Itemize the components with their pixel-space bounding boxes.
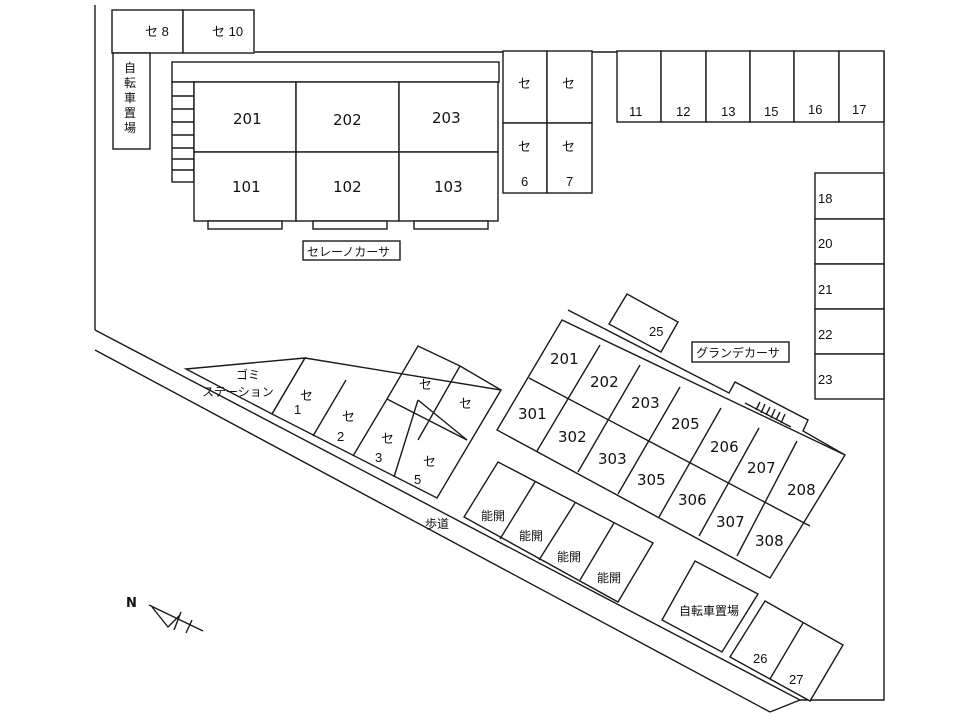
- unit-a-103: [398, 151, 499, 222]
- unit-b-307-label: 307: [716, 513, 745, 531]
- unit-b-207-label: 207: [747, 459, 776, 477]
- parking-se-label: セ: [518, 77, 531, 92]
- parking-17-label: 17: [852, 102, 866, 117]
- parking-se-label: セ: [518, 140, 531, 155]
- bike-parking-top-char4: 置: [124, 106, 136, 120]
- parking-3-se-label: セ: [381, 432, 394, 447]
- unit-b-202-label: 202: [590, 373, 619, 391]
- building-b-name-box: [691, 341, 790, 363]
- unit-b-203-label: 203: [631, 394, 660, 412]
- parking-row-top: 11 12 13 15 16 17: [616, 50, 885, 123]
- unit-a-201-label: 201: [233, 110, 262, 128]
- parking-2-se-label: セ: [342, 410, 355, 425]
- building-a-name: セレーノカーサ: [307, 245, 390, 259]
- unit-b-208-label: 208: [787, 481, 816, 499]
- bike-parking-top-char3: 車: [124, 91, 136, 105]
- parking-2-label: 2: [337, 429, 344, 444]
- parking-nokai-label-1: 能開: [481, 509, 505, 523]
- parking-26-label: 26: [753, 651, 767, 666]
- parking-nokai-label-3: 能開: [557, 550, 581, 564]
- unit-a-201: [193, 81, 297, 153]
- parking-23-label: 23: [818, 372, 832, 387]
- building-a-name-box: [302, 240, 401, 261]
- unit-a-101-label: 101: [232, 178, 261, 196]
- parking-18-label: 18: [818, 191, 832, 206]
- unit-b-306-label: 306: [678, 491, 707, 509]
- parking-se8: セ 8: [111, 9, 184, 54]
- parking-25: 25: [608, 293, 679, 353]
- parking-11-label: 11: [629, 104, 643, 119]
- parking-se-block: セ セ セ セ 6 7: [502, 50, 593, 194]
- building-serenocasa: 201 202 203 101 102 103 セレーノカーサ: [171, 61, 500, 261]
- bike-parking-top-char1: 自: [124, 61, 136, 75]
- parking-se-upper-right-label: セ: [459, 397, 472, 412]
- parking-nokai-label-2: 能開: [519, 529, 543, 543]
- parking-1-label: 1: [294, 402, 301, 417]
- parking-se-upper-left-label: セ: [419, 378, 432, 393]
- unit-a-103-label: 103: [434, 178, 463, 196]
- parking-column-right: 18 20 21 22 23: [814, 172, 885, 400]
- parking-27-label: 27: [789, 672, 803, 687]
- unit-b-301-label: 301: [518, 405, 547, 423]
- bike-parking-bottom: 自転車置場: [661, 560, 759, 653]
- garbage-station-label-2: ステーション: [202, 385, 274, 399]
- bike-parking-top-char2: 転: [124, 76, 136, 90]
- parking-12-label: 12: [676, 104, 690, 119]
- unit-b-201-label: 201: [550, 350, 579, 368]
- parking-se8-label: セ 8: [145, 24, 169, 39]
- unit-b-205-label: 205: [671, 415, 700, 433]
- north-label: N: [126, 596, 137, 611]
- parking-13-label: 13: [721, 104, 735, 119]
- parking-se10: セ 10: [182, 9, 255, 54]
- parking-5-label: 5: [414, 472, 421, 487]
- unit-b-308-label: 308: [755, 532, 784, 550]
- parking-25-label: 25: [649, 324, 663, 339]
- parking-16-label: 16: [808, 102, 822, 117]
- parking-5-se-label: セ: [423, 455, 436, 470]
- parking-se-label: セ: [562, 77, 575, 92]
- parking-se-diagonal: セ 1 セ 2 セ 3 セ 5 セ セ: [271, 345, 503, 499]
- unit-a-202-label: 202: [333, 111, 362, 129]
- parking-15-label: 15: [764, 104, 778, 119]
- unit-b-302-label: 302: [558, 428, 587, 446]
- garbage-station-label-1: ゴミ: [236, 367, 260, 382]
- parking-se-label: セ: [562, 140, 575, 155]
- parking-6-label: 6: [521, 174, 528, 189]
- parking-se10-label: セ 10: [212, 24, 243, 39]
- parking-22-label: 22: [818, 327, 832, 342]
- sidewalk-label: 歩道: [425, 516, 449, 531]
- building-grandecasa: 201 202 203 205 206 207 208 301 302 303 …: [496, 309, 847, 579]
- parking-nokai-label-4: 能開: [597, 571, 621, 585]
- parking-21-label: 21: [818, 282, 832, 297]
- parking-1-se-label: セ: [300, 389, 313, 404]
- unit-b-305-label: 305: [637, 471, 666, 489]
- bike-parking-top-char5: 場: [124, 121, 136, 135]
- building-b-name-group: グランデカーサ: [691, 341, 790, 363]
- unit-b-303-label: 303: [598, 450, 627, 468]
- parking-nokai: 能開 能開 能開 能開: [463, 461, 654, 603]
- unit-b-206-label: 206: [710, 438, 739, 456]
- unit-a-101: [193, 151, 297, 222]
- parking-3-label: 3: [375, 450, 382, 465]
- parking-26-27: 26 27: [729, 600, 844, 702]
- bike-parking-top: 自 転 車 置 場: [112, 52, 151, 150]
- north-arrow: N: [126, 596, 204, 634]
- parking-7-label: 7: [566, 174, 573, 189]
- building-b-name: グランデカーサ: [696, 345, 780, 360]
- parking-20-label: 20: [818, 236, 832, 251]
- bike-parking-bottom-label: 自転車置場: [679, 604, 739, 618]
- unit-a-102-label: 102: [333, 178, 362, 196]
- unit-a-203-label: 203: [432, 109, 461, 127]
